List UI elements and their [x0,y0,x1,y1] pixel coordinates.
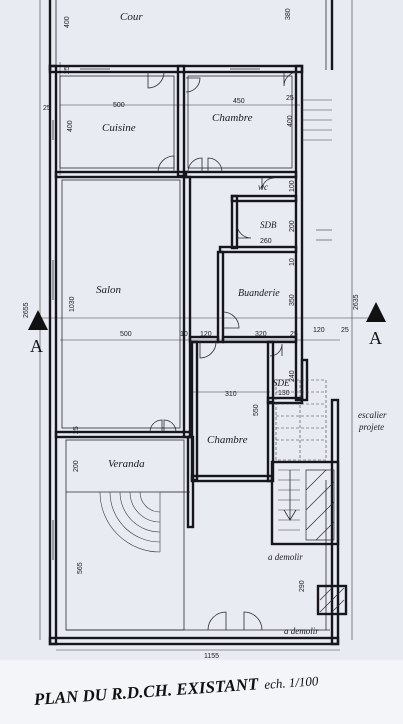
dim-chambre-wall: 25 [286,95,294,102]
note-escalier: escalier [358,410,387,420]
dim-salon-width: 500 [120,331,132,338]
dim-sdb-height: 200 [289,220,296,232]
title-band [0,660,403,724]
dim-buanderie-height: 350 [289,294,296,306]
doors [147,71,299,631]
plan-title-scale: ech. 1/100 [263,673,319,692]
cour-area [48,0,334,70]
section-markers [28,302,386,330]
windows [52,68,260,560]
stair-projected [275,379,327,461]
dim-wall-25-mid: 25 [290,331,298,338]
note-demolir-bottom: a demolir [284,626,319,636]
dim-buanderie-top: 10 [289,258,296,266]
dim-right-25: 25 [341,327,349,334]
room-label-chambre-top: Chambre [212,112,253,124]
dim-wall-10: 10 [180,331,188,338]
dim-salon-height: 1030 [69,296,76,312]
room-label-veranda: Veranda [108,458,145,470]
dim-cuisine-height: 400 [67,120,74,132]
room-label-chambre-mid: Chambre [207,434,248,446]
dim-chambre-height: 400 [287,115,294,127]
room-label-sde: SDE [273,378,290,388]
dim-chambre-mid-width: 310 [225,391,237,398]
dim-cour-corner: 25 [64,66,71,74]
dim-stair-height: 290 [299,580,306,592]
dim-total-width: 1155 [204,653,219,660]
dim-sde-height: 240 [289,370,296,382]
section-mark-right: A [369,328,382,348]
room-label-salon: Salon [96,284,122,296]
dim-buanderie-width: 320 [255,331,267,338]
exterior-stairs-right [302,99,332,241]
dim-sdb-width: 260 [260,238,272,245]
dim-veranda-height: 200 [73,460,80,472]
room-label-sdb: SDB [260,220,277,230]
dim-cuisine-left-wall: 25 [43,105,51,112]
room-label-wc: wc [258,182,268,192]
note-projete: projete [358,422,384,432]
section-mark-left: A [30,336,43,356]
dim-total-right: 2635 [353,294,360,310]
dim-bottom-left-height: 565 [77,562,84,574]
dim-veranda-wall: 25 [73,426,80,434]
dim-cuisine-width: 500 [113,102,125,109]
dim-right-120: 120 [313,327,325,334]
dim-cour-right: 380 [285,8,292,20]
interior-walls [54,64,309,529]
room-label-cuisine: Cuisine [102,122,136,134]
room-label-cour: Cour [120,11,143,23]
dim-corridor-120: 120 [200,331,212,338]
room-label-buanderie: Buanderie [238,288,280,299]
inner-wall-lines [59,75,330,631]
stair-to-demolish [270,460,340,546]
dim-chambre-mid-height: 550 [253,404,260,416]
dim-chambre-width: 450 [233,98,245,105]
demolish-box-bottom [316,584,348,616]
note-demolir-stair: a demolir [268,552,303,562]
veranda-steps [99,491,190,553]
dim-total-left: 2655 [23,302,30,318]
exterior-walls [48,64,340,646]
dim-sde-width: 130 [278,390,290,397]
dim-wc-height: 100 [289,180,296,192]
dim-cour-left: 400 [64,16,71,28]
